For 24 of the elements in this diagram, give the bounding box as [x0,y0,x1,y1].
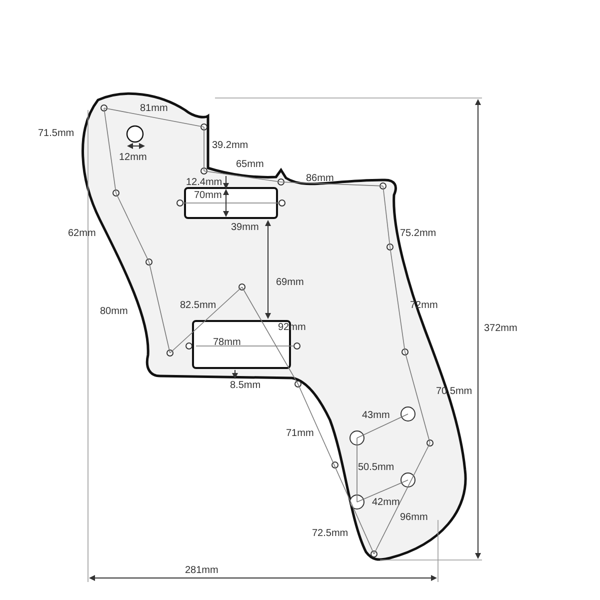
dimension-label: 78mm [213,337,241,348]
dimension-label: 39mm [231,222,259,233]
dimension-label: 71.5mm [38,128,74,139]
dimension-label: 75.2mm [400,228,436,239]
dimension-label: 62mm [68,228,96,239]
dimension-label: 70mm [194,190,222,201]
dimension-label: 12mm [119,152,147,163]
dimension-label: 82.5mm [180,300,216,311]
dimension-label: 39.2mm [212,140,248,151]
dimension-label: 12.4mm [186,177,222,188]
dimension-label: 86mm [306,173,334,184]
dimension-label: 8.5mm [230,380,261,391]
dimension-label: 80mm [100,306,128,317]
dimension-label: 65mm [236,159,264,170]
dimension-label: 69mm [276,277,304,288]
dimension-label: 50.5mm [358,462,394,473]
dimension-label: 71mm [286,428,314,439]
dimension-label: 81mm [140,103,168,114]
dimension-label: 281mm [185,565,218,576]
dimension-label: 72.5mm [312,528,348,539]
dimension-label: 43mm [362,410,390,421]
dimension-label: 96mm [400,512,428,523]
dimension-label: 42mm [372,497,400,508]
dimension-label: 372mm [484,323,518,334]
